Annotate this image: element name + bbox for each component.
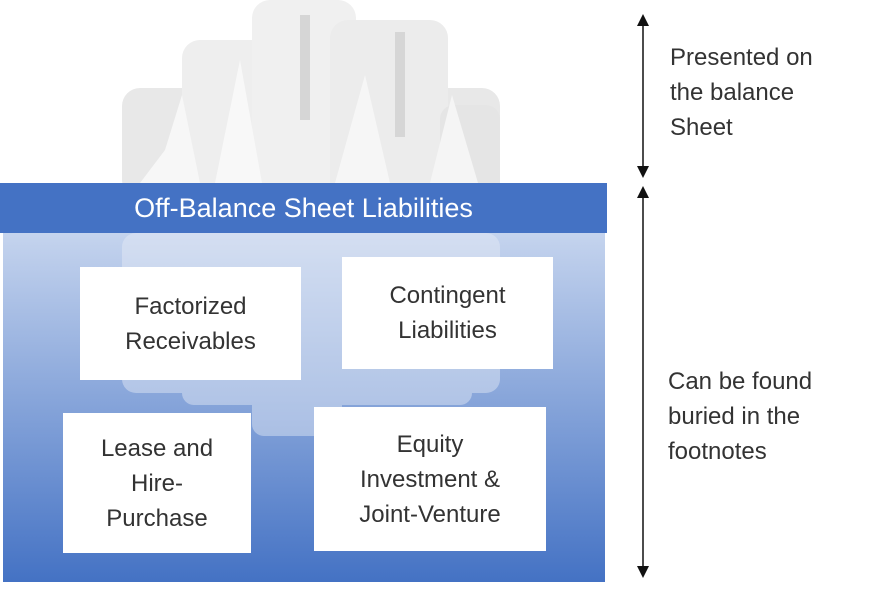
card-line: Investment & [359, 465, 501, 493]
card-line: Joint-Venture [359, 500, 501, 528]
off-balance-sheet-banner: Off-Balance Sheet Liabilities [0, 183, 607, 233]
annotation-line: Presented on [670, 44, 813, 71]
card-line: Purchase [106, 504, 208, 532]
card-line: Hire- [130, 469, 183, 497]
card-lease-hire-purchase: Lease and Hire- Purchase [63, 413, 251, 553]
card-line: Contingent [389, 282, 506, 309]
card-equity-investment: Equity Investment & Joint-Venture [314, 407, 546, 551]
annotation-line: buried in the [668, 403, 801, 430]
arrow-above-water [637, 14, 649, 178]
card-factorized-receivables: Factorized Receivables [80, 267, 301, 380]
annotation-above-water: Presented on the balance Sheet [670, 40, 813, 145]
card-line: Liabilities [398, 317, 497, 344]
card-line: Factorized [134, 292, 247, 320]
arrow-below-water [637, 186, 649, 578]
annotation-line: footnotes [668, 438, 767, 465]
card-contingent-liabilities: Contingent Liabilities [342, 257, 553, 369]
annotation-line: the balance [670, 79, 795, 106]
card-line: Equity [396, 430, 464, 458]
annotation-below-water: Can be found buried in the footnotes [668, 364, 812, 469]
annotation-line: Sheet [670, 114, 733, 141]
card-line: Lease and [100, 434, 214, 462]
banner-label: Off-Balance Sheet Liabilities [134, 192, 473, 223]
card-line: Receivables [125, 327, 256, 355]
iceberg-above-water [122, 0, 500, 200]
annotation-line: Can be found [668, 368, 813, 395]
